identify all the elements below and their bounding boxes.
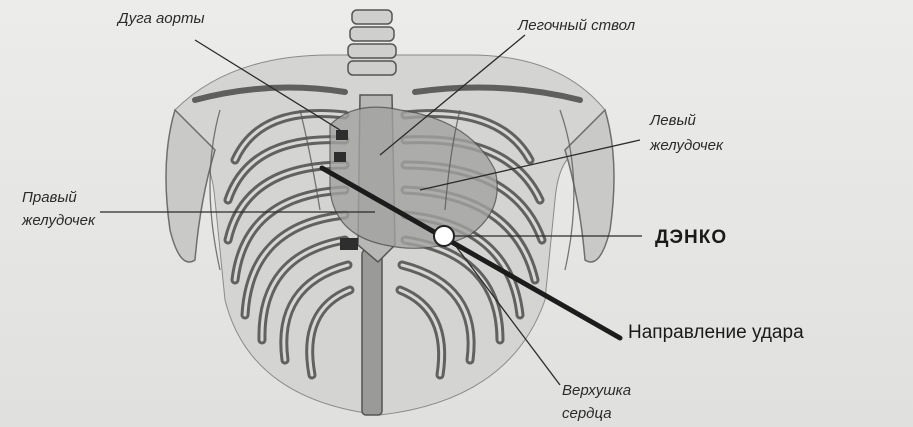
label-apex-1: Верхушка [562,382,631,399]
denko-electrode-marker [434,226,454,246]
label-right-ventricle-2: желудочек [21,212,96,229]
label-denko: ДЭНКО [655,227,727,248]
label-left-ventricle-2: желудочек [649,137,724,154]
label-pulmonary-trunk: Легочный ствол [517,17,636,34]
label-left-ventricle-1: Левый [649,112,696,129]
label-aortic-arch: Дуга аорты [116,10,205,27]
label-strike-direction: Направление удара [628,322,804,343]
label-apex-2: сердца [562,405,612,422]
label-right-ventricle-1: Правый [22,189,77,206]
